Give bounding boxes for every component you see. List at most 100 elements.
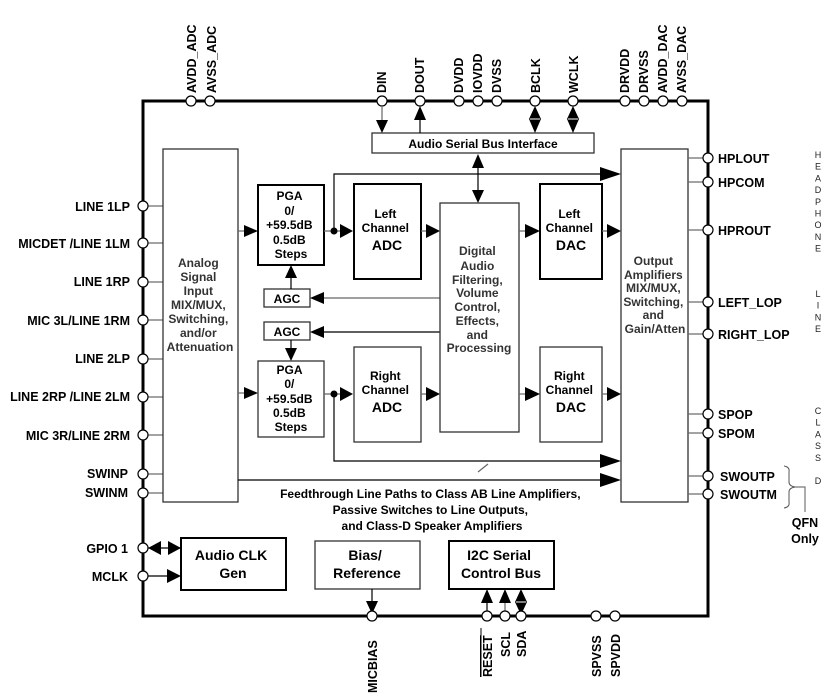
svg-text:SCL: SCL — [499, 632, 513, 657]
svg-text:Only: Only — [791, 532, 819, 546]
svg-text:AVDD_DAC: AVDD_DAC — [656, 24, 670, 93]
right-pins: HPLOUT HPCOM HPROUT LEFT_LOP RIGHT_LOP S… — [688, 152, 790, 502]
left-pins: LINE 1LP MICDET /LINE 1LM LINE 1RP MIC 3… — [10, 200, 163, 584]
reset-arrow-icon — [481, 589, 493, 603]
pin-spvdd: SPVDD — [609, 610, 623, 677]
pin-right-lop: RIGHT_LOP — [688, 328, 790, 342]
digital-audio-processing-block: Digital Audio Filtering, Volume Control,… — [439, 202, 520, 433]
svg-text:IOVDD: IOVDD — [471, 53, 485, 93]
svg-text:SWOUTP: SWOUTP — [720, 470, 775, 484]
analog-to-pga-left-arrow-icon — [244, 225, 258, 237]
pga-to-adc-left-arrow-icon — [340, 224, 353, 238]
pga-left-block: PGA 0/ +59.5dB 0.5dB Steps — [257, 184, 325, 266]
right-adc-block: Right Channel ADC — [353, 346, 422, 443]
svg-text:DRVSS: DRVSS — [637, 50, 651, 93]
pin-dout: DOUT — [413, 57, 427, 107]
svg-text:QFN: QFN — [792, 516, 818, 530]
scl-arrow-icon — [499, 589, 511, 603]
svg-text:MIC 3R/LINE 2RM: MIC 3R/LINE 2RM — [26, 429, 130, 443]
pin-line1rp: LINE 1RP — [74, 275, 163, 289]
svg-text:LINE: LINE — [815, 289, 822, 334]
svg-text:SWINP: SWINP — [87, 467, 128, 481]
svg-text:RESET: RESET — [481, 635, 495, 677]
top-pins: AVDD_ADC AVSS_ADC DIN DOUT DVDD IOVDD DV… — [185, 24, 689, 107]
analog-input-mux-block: Analog Signal Input MIX/MUX, Switching, … — [162, 148, 239, 503]
svg-text:SDA: SDA — [515, 631, 529, 657]
svg-text:GPIO 1: GPIO 1 — [86, 542, 128, 556]
i2c-control-bus-block: I2C Serial Control Bus — [448, 540, 555, 590]
pin-scl: SCL — [499, 610, 513, 657]
feedthrough-note: Feedthrough Line Paths to Class AB Line … — [280, 487, 580, 533]
adc-left-to-dsp-arrow-icon — [426, 224, 440, 238]
right-dac-block: Right Channel DAC — [539, 346, 603, 443]
gpio1-bidir-arrow-left-icon — [148, 541, 161, 555]
svg-text:LEFT_LOP: LEFT_LOP — [718, 296, 782, 310]
svg-text:SPVSS: SPVSS — [590, 635, 604, 677]
dsp-to-agc-right-arrow-icon — [310, 326, 324, 338]
pin-hplout: HPLOUT — [688, 152, 770, 166]
serial-dsp-down-arrow-icon — [472, 190, 484, 203]
svg-text:SPVDD: SPVDD — [609, 634, 623, 677]
svg-text:I2C Serial Control Bus: I2C Serial Control Bus — [461, 547, 541, 581]
svg-text:SPOP: SPOP — [718, 408, 753, 422]
svg-text:SWOUTM: SWOUTM — [720, 488, 777, 502]
pin-drvss: DRVSS — [637, 50, 651, 107]
svg-text:AGC: AGC — [274, 292, 301, 306]
pin-line1lp: LINE 1LP — [75, 200, 163, 214]
pin-drvdd: DRVDD — [618, 49, 632, 107]
serial-dsp-up-arrow-icon — [472, 154, 484, 168]
pin-hprout: HPROUT — [688, 224, 771, 238]
left-dac-block: Left Channel DAC — [539, 183, 603, 280]
adc-right-to-dsp-arrow-icon — [426, 387, 440, 401]
pin-micbias: MICBIAS — [366, 610, 380, 693]
svg-text:SPOM: SPOM — [718, 427, 755, 441]
svg-text:LINE 2LP: LINE 2LP — [75, 352, 130, 366]
pin-spop: SPOP — [688, 408, 753, 422]
audio-serial-bus-block: Audio Serial Bus Interface — [371, 132, 595, 154]
din-arrow-icon — [376, 120, 388, 133]
svg-text:Bias/ Reference: Bias/ Reference — [333, 547, 401, 581]
pin-line2lp: LINE 2LP — [75, 352, 163, 366]
svg-text:HPROUT: HPROUT — [718, 224, 771, 238]
svg-text:LINE 1RP: LINE 1RP — [74, 275, 130, 289]
svg-text:HPLOUT: HPLOUT — [718, 152, 770, 166]
pin-avss-adc: AVSS_ADC — [204, 26, 219, 107]
pin-avdd-adc: AVDD_ADC — [185, 24, 199, 107]
svg-text:PGA 0/ +59.5dB: PGA 0/ +59.5dB 0.5dB Steps — [266, 363, 316, 434]
svg-text:MIC 3L/LINE 1RM: MIC 3L/LINE 1RM — [27, 314, 130, 328]
svg-text:DVSS: DVSS — [490, 59, 504, 93]
pin-reset: RESET — [480, 610, 495, 677]
pin-spom: SPOM — [688, 427, 755, 441]
analog-to-pga-right-arrow-icon — [244, 387, 258, 399]
pga-to-adc-right-arrow-icon — [340, 387, 353, 401]
svg-text:MICBIAS: MICBIAS — [366, 640, 380, 693]
bypass-right-arrow-icon — [600, 454, 621, 468]
pin-sda: SDA — [515, 610, 529, 657]
pin-swoutp: SWOUTP — [688, 470, 775, 484]
pin-mic3r-line2rm: MIC 3R/LINE 2RM — [26, 429, 163, 443]
svg-text:DRVDD: DRVDD — [618, 49, 632, 93]
pin-line2rp-line2lm: LINE 2RP /LINE 2LM — [10, 390, 163, 404]
pin-gpio1: GPIO 1 — [86, 542, 149, 556]
agc-left-block: AGC — [263, 288, 311, 308]
svg-text:Output Amplifiers: Output Amplifiers MIX/MUX, Switching, an… — [623, 254, 686, 336]
svg-text:Left Channel ADC: Left Channel ADC — [362, 207, 413, 253]
svg-text:SWINM: SWINM — [85, 486, 128, 500]
svg-text:BCLK: BCLK — [529, 58, 543, 93]
qfn-only-note: QFN Only — [791, 516, 819, 546]
svg-text:HPCOM: HPCOM — [718, 176, 765, 190]
pin-bclk: BCLK — [529, 58, 543, 107]
svg-text:LINE 2RP /LINE 2LM: LINE 2RP /LINE 2LM — [10, 390, 130, 404]
audio-clk-gen-block: Audio CLK Gen — [180, 537, 287, 591]
svg-text:AVSS_ADC: AVSS_ADC — [205, 26, 219, 93]
svg-text:DOUT: DOUT — [413, 57, 427, 93]
left-adc-block: Left Channel ADC — [353, 183, 422, 280]
dsp-to-agc-left-arrow-icon — [310, 292, 324, 304]
agc-to-pga-left-arrow-icon — [285, 265, 297, 278]
bottom-pins: MICBIAS RESET SCL SDA SPVSS SPVDD — [366, 610, 623, 693]
pin-avss-dac: AVSS_DAC — [675, 26, 689, 107]
